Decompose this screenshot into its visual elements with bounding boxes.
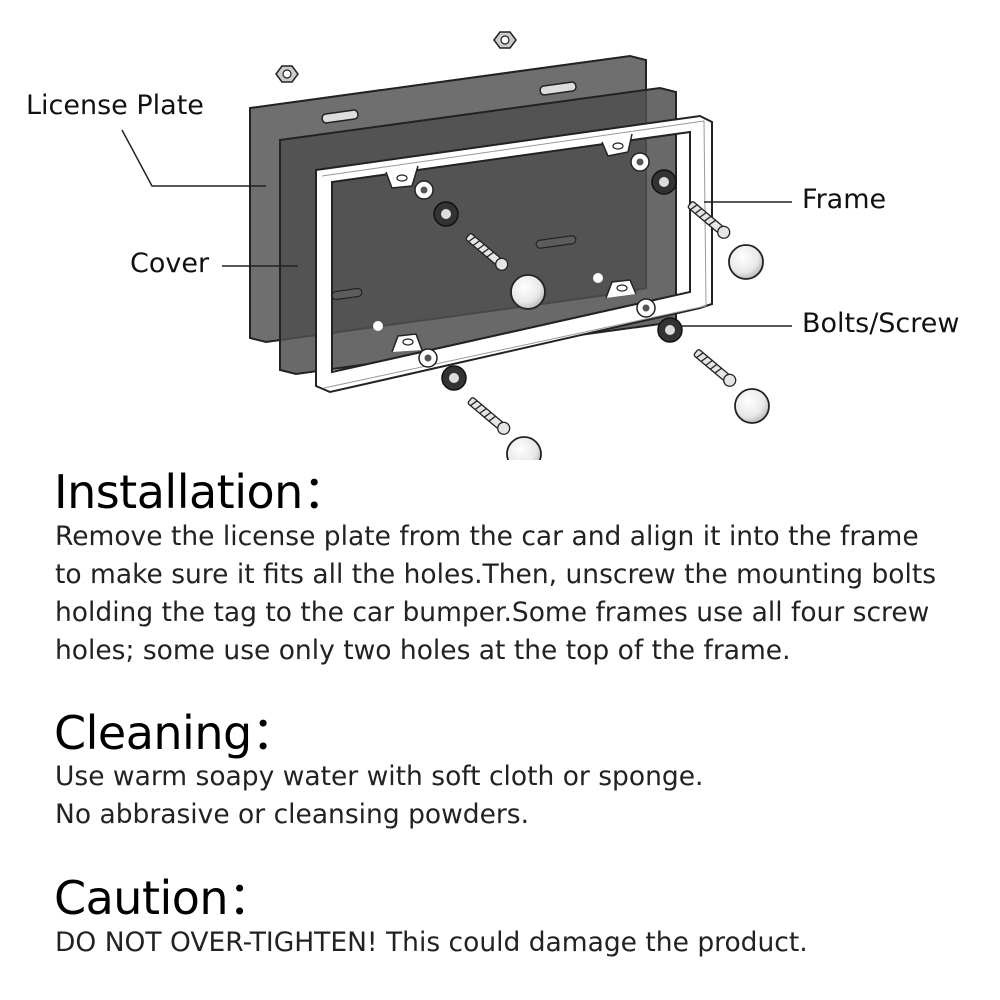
- nut-icon: [493, 31, 517, 49]
- license-plate-label: License Plate: [26, 90, 204, 121]
- frame-label: Frame: [802, 184, 887, 215]
- cleaning-line: No abbrasive or cleansing powders.: [55, 799, 530, 830]
- installation-heading: Installation：: [54, 465, 349, 519]
- bolt-cap-icon: [506, 244, 770, 460]
- nut-icon: [275, 65, 299, 83]
- cleaning-line: Use warm soapy water with soft cloth or …: [55, 761, 704, 792]
- installation-line: to make sure it fits all the holes.Then,…: [55, 559, 937, 590]
- cleaning-heading: Cleaning：: [54, 706, 298, 760]
- grommet-icon: [433, 169, 683, 391]
- installation-line: holes; some use only two holes at the to…: [55, 635, 791, 666]
- caution-text: DO NOT OVER-TIGHTEN! This could damage t…: [55, 924, 808, 962]
- frame-part: [315, 114, 713, 394]
- installation-line: Remove the license plate from the car an…: [55, 521, 919, 552]
- cleaning-text: Use warm soapy water with soft cloth or …: [55, 758, 703, 834]
- caution-heading: Caution：: [54, 871, 274, 925]
- cover-label: Cover: [130, 248, 210, 279]
- installation-line: holding the tag to the car bumper.Some f…: [55, 597, 930, 628]
- washer-icon: [414, 152, 656, 368]
- exploded-diagram: [121, 31, 792, 460]
- caution-line: DO NOT OVER-TIGHTEN! This could damage t…: [55, 927, 808, 958]
- screw-icon: [465, 201, 737, 435]
- bolts-screw-label: Bolts/Screw: [802, 308, 960, 339]
- installation-text: Remove the license plate from the car an…: [55, 518, 936, 670]
- callout-leaders: [121, 129, 792, 327]
